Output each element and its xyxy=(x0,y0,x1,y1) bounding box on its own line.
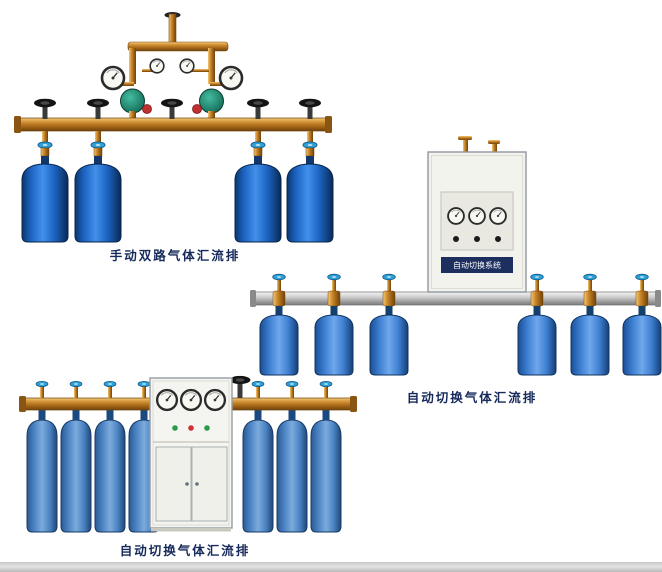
auto-switch-manifold-illustration: 自动切换系统 xyxy=(250,136,662,376)
gas-cylinder xyxy=(517,314,557,376)
valve-wheel xyxy=(35,380,49,388)
product-caption-manual: 手动双路气体汇流排 xyxy=(109,249,241,263)
indicator-light xyxy=(188,425,194,431)
control-cabinet: 自动切换系统 xyxy=(427,151,527,293)
valve-wheel xyxy=(583,273,597,281)
manual-dual-manifold-illustration xyxy=(14,12,334,243)
pressure-gauge xyxy=(155,388,179,412)
valve-wheel xyxy=(103,380,117,388)
gas-cylinders xyxy=(259,314,662,376)
auto-switch-manifold-2-illustration xyxy=(19,375,357,533)
valve-wheel xyxy=(635,273,649,281)
cylinder-valves xyxy=(272,273,649,315)
valve-wheel xyxy=(319,380,333,388)
gas-cylinder xyxy=(259,314,299,376)
hand-wheel xyxy=(161,98,183,108)
valve-wheel xyxy=(285,380,299,388)
hand-wheel xyxy=(87,98,109,108)
pressure-gauge xyxy=(203,388,227,412)
pressure-gauge xyxy=(468,207,486,225)
header-pipe xyxy=(14,116,332,133)
gas-cylinder xyxy=(94,419,126,533)
gas-cylinder xyxy=(60,419,92,533)
gas-cylinder xyxy=(242,419,274,533)
hand-wheel xyxy=(34,98,56,108)
cabinet-top-fittings xyxy=(458,136,500,154)
valve-wheel xyxy=(37,141,53,149)
pressure-regulator-right xyxy=(179,58,244,120)
door-handle xyxy=(195,482,199,486)
gas-cylinder xyxy=(26,419,58,533)
valve-wheel xyxy=(382,273,396,281)
gas-cylinder xyxy=(21,163,69,243)
control-cabinet-2 xyxy=(149,377,233,532)
gas-cylinder xyxy=(310,419,342,533)
hand-wheel xyxy=(247,98,269,108)
valve-wheel xyxy=(90,141,106,149)
cabinet-label-strip xyxy=(441,257,513,273)
control-knob xyxy=(474,236,480,242)
valve-wheel xyxy=(272,273,286,281)
pressure-gauge-small xyxy=(149,58,165,74)
gas-cylinder xyxy=(622,314,662,376)
gas-cylinder xyxy=(570,314,610,376)
door-handle xyxy=(185,482,189,486)
gas-cylinder xyxy=(74,163,122,243)
pressure-gauge xyxy=(179,388,203,412)
bottom-strip xyxy=(0,562,662,572)
pressure-gauge xyxy=(218,65,244,91)
valve-wheel xyxy=(251,380,265,388)
product-caption-auto-1: 自动切换气体汇流排 xyxy=(406,391,538,405)
top-inlet-assembly xyxy=(127,12,229,84)
hand-wheel-valves xyxy=(34,98,321,119)
pressure-gauge xyxy=(100,65,126,91)
control-knob xyxy=(495,236,501,242)
indicator-light xyxy=(172,425,178,431)
control-knob xyxy=(453,236,459,242)
valve-wheel xyxy=(69,380,83,388)
pressure-regulator-left xyxy=(100,58,165,120)
pressure-gauge-small xyxy=(179,58,195,74)
gas-cylinder xyxy=(314,314,354,376)
cylinder-necks xyxy=(38,410,330,420)
gas-cylinder xyxy=(276,419,308,533)
valve-wheel xyxy=(327,273,341,281)
gas-cylinder xyxy=(369,314,409,376)
product-caption-auto-2: 自动切换气体汇流排 xyxy=(119,544,251,558)
hand-wheel xyxy=(299,98,321,108)
indicator-light xyxy=(204,425,210,431)
pressure-gauge xyxy=(489,207,507,225)
cylinder-valves xyxy=(37,131,318,164)
cabinet-door xyxy=(155,446,192,522)
pressure-gauge xyxy=(447,207,465,225)
cabinet-label: 自动切换系统 xyxy=(453,260,501,270)
cylinder-valves xyxy=(35,375,333,398)
valve-wheel xyxy=(137,380,151,388)
valve-wheel xyxy=(530,273,544,281)
